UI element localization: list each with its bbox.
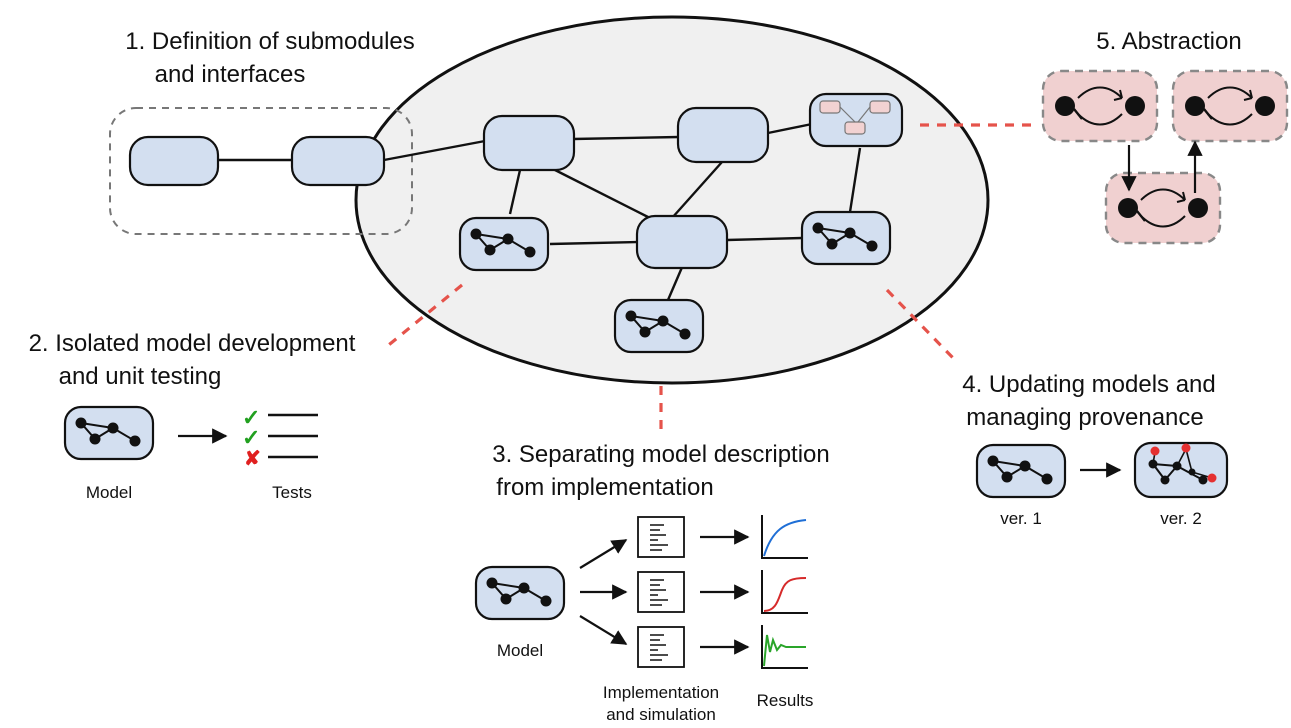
- document-icon: [637, 516, 685, 558]
- result-plot-2: [761, 570, 808, 614]
- connectors: [383, 123, 1033, 432]
- abstraction-box-bottom: [1104, 171, 1222, 245]
- module-d: [676, 106, 770, 164]
- network-module-bottom: [613, 298, 705, 354]
- step3-arrow-bottom: [579, 615, 628, 645]
- step1-title-line1: 1. Definition of submodules: [125, 28, 415, 55]
- document-icon: [637, 571, 685, 613]
- step4-ver1-model: [975, 443, 1067, 499]
- step3-title-line2: from implementation: [496, 474, 713, 501]
- network-module-right: [800, 210, 892, 266]
- step4-ver2-model: [1133, 441, 1229, 499]
- module-c: [482, 114, 576, 172]
- step3-title-line1: 3. Separating model description: [492, 441, 830, 468]
- step3-impl-label-line1: Implementation: [603, 683, 719, 702]
- check-icon: ✓: [242, 405, 260, 430]
- system-edges: [215, 122, 862, 301]
- cross-icon: ✘: [244, 448, 261, 470]
- step3-arrow-top: [579, 539, 628, 569]
- step3-model-label: Model: [497, 641, 543, 660]
- module-b: [290, 135, 386, 187]
- step2-model-icon: [63, 405, 155, 461]
- step1-title-line2: and interfaces: [155, 61, 306, 88]
- module-a: [128, 135, 220, 187]
- step2-title-line1: 2. Isolated model development: [29, 330, 356, 357]
- network-module-left: [458, 216, 550, 272]
- step4-title-line2: managing provenance: [966, 404, 1204, 431]
- module-center: [635, 214, 729, 270]
- step3-results-label: Results: [757, 691, 814, 710]
- document-icon: [637, 626, 685, 668]
- nested-module: [808, 92, 904, 148]
- result-plot-1: [761, 515, 808, 559]
- step3-impl-label-line2: and simulation: [606, 705, 716, 724]
- step4-ver1-label: ver. 1: [1000, 509, 1042, 528]
- step4-title-line1: 4. Updating models and: [962, 371, 1216, 398]
- submodule-group-box: [109, 107, 413, 235]
- step2-tests-label: Tests: [272, 483, 312, 502]
- step2-model-label: Model: [86, 483, 132, 502]
- step2-tests-list: ✓ ✓ ✘: [242, 405, 318, 470]
- check-icon: ✓: [242, 425, 260, 450]
- step2-title-line2: and unit testing: [59, 363, 222, 390]
- result-plot-3: [761, 625, 808, 669]
- step3-model-icon: [474, 565, 566, 621]
- step5-title: 5. Abstraction: [1096, 28, 1241, 55]
- step4-ver2-label: ver. 2: [1160, 509, 1202, 528]
- abstraction-box-right: [1171, 69, 1289, 143]
- abstraction-box-left: [1041, 69, 1159, 143]
